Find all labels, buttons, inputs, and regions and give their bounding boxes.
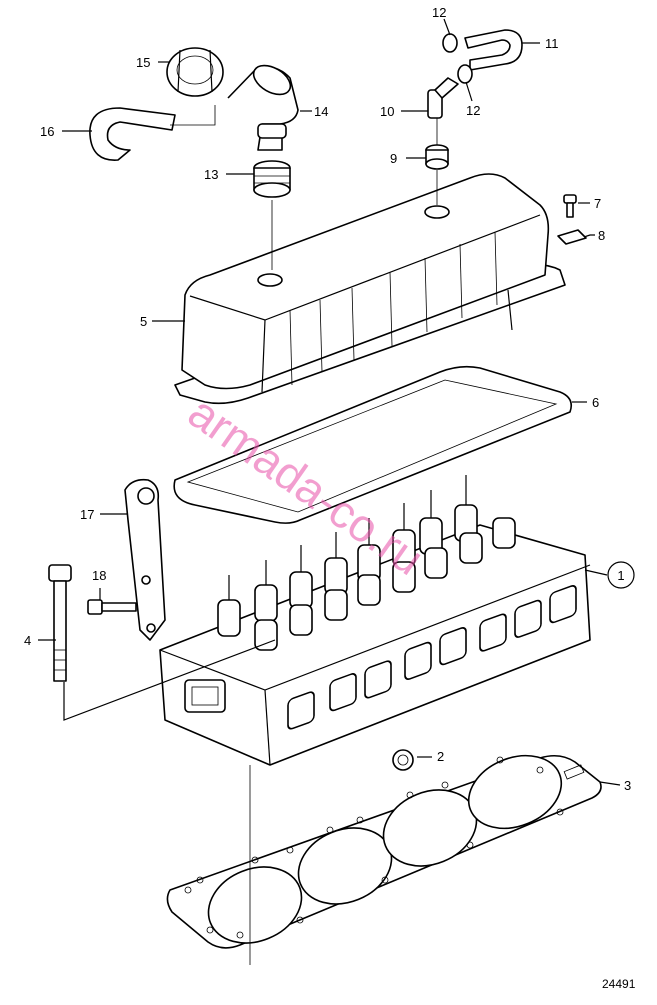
callout-4: 4 [24,633,31,648]
hose-clamp-upper [442,33,458,53]
head-bolt [48,564,72,682]
callout-16: 16 [40,124,54,139]
callout-10: 10 [380,104,394,119]
lifting-bracket [124,478,166,641]
core-plug [392,749,414,771]
cover-washer [557,229,587,245]
valve-springs [217,475,516,651]
valve-cover-gasket [173,365,573,524]
pcv-valve [427,77,459,119]
filler-cap [166,47,224,97]
head-ports [184,585,577,730]
callout-3: 3 [624,778,631,793]
cover-screw [563,194,577,218]
callout-13: 13 [204,167,218,182]
callout-2: 2 [437,749,444,764]
callout-7: 7 [594,196,601,211]
filler-grommet [253,160,291,198]
callout-14: 14 [314,104,328,119]
callout-11: 11 [545,36,559,51]
cylinder-head [159,475,591,766]
callout-circle-1 [607,561,635,589]
gasket-holes [184,756,585,939]
callout-5: 5 [140,314,147,329]
vent-hose [89,107,176,161]
callout-1: 1 [617,568,624,583]
callout-15: 15 [136,55,150,70]
callout-12-upper: 12 [432,5,446,20]
callout-12-lower: 12 [466,103,480,118]
callout-17: 17 [80,507,94,522]
diagram-reference-number: 24491 [602,977,636,991]
grommet [425,144,449,170]
breather-hose [464,29,523,71]
callout-9: 9 [390,151,397,166]
hose-clamp-lower [457,64,473,84]
bracket-bolt [87,599,137,615]
callout-18: 18 [92,568,106,583]
filler-neck [227,64,299,151]
callout-6: 6 [592,395,599,410]
callout-8: 8 [598,228,605,243]
valve-cover [174,173,566,405]
callout-labels: 1 2 3 4 5 6 7 8 9 10 11 12 12 13 14 15 1… [24,5,635,793]
valve-cover-ribs [289,231,498,386]
leader-lines [38,18,621,965]
head-gasket [166,754,602,949]
